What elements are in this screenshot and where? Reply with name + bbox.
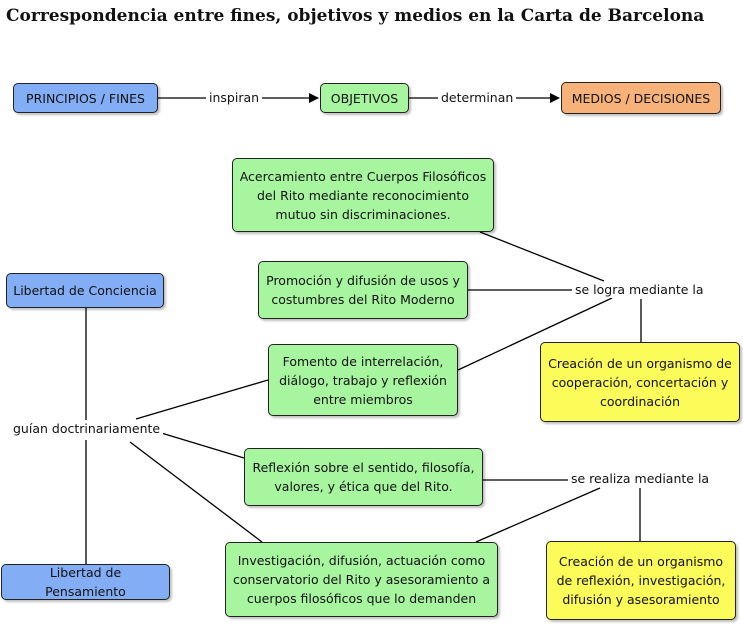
line-guian-fomento bbox=[135, 379, 269, 420]
diagram-title: Correspondencia entre fines, objetivos y… bbox=[6, 6, 705, 26]
label-inspiran: inspiran bbox=[206, 90, 263, 106]
node-medios-decisiones: MEDIOS / DECISIONES bbox=[561, 82, 721, 114]
node-acercamiento: Acercamiento entre Cuerpos Filosóficos d… bbox=[232, 158, 494, 232]
label-se-logra: se logra mediante la bbox=[572, 282, 707, 298]
label-guian: guían doctrinariamente bbox=[10, 421, 164, 437]
line-guian-reflexion bbox=[157, 431, 245, 459]
node-fomento: Fomento de interrelación, diálogo, traba… bbox=[268, 344, 458, 416]
node-reflexion: Reflexión sobre el sentido, filosofía, v… bbox=[244, 448, 483, 506]
node-libertad-pensamiento: Libertad de Pensamiento bbox=[1, 564, 170, 600]
label-se-realiza: se realiza mediante la bbox=[568, 471, 713, 487]
node-organismo-cooperacion: Creación de un organismo de cooperación,… bbox=[540, 342, 740, 422]
line-investigacion-serealiza bbox=[475, 487, 601, 543]
node-principios-fines: PRINCIPIOS / FINES bbox=[13, 83, 158, 113]
line-guian-investigacion bbox=[129, 441, 263, 543]
label-determinan: determinan bbox=[438, 90, 517, 106]
node-organismo-reflexion: Creación de un organismo de reflexión, i… bbox=[546, 541, 736, 620]
line-acercamiento-selogra bbox=[479, 231, 605, 282]
line-fomento-selogra bbox=[457, 297, 613, 371]
node-objetivos: OBJETIVOS bbox=[320, 83, 409, 113]
node-investigacion: Investigación, difusión, actuación como … bbox=[225, 542, 498, 617]
node-promocion: Promoción y difusión de usos y costumbre… bbox=[258, 261, 468, 319]
node-libertad-conciencia: Libertad de Conciencia bbox=[6, 273, 164, 308]
